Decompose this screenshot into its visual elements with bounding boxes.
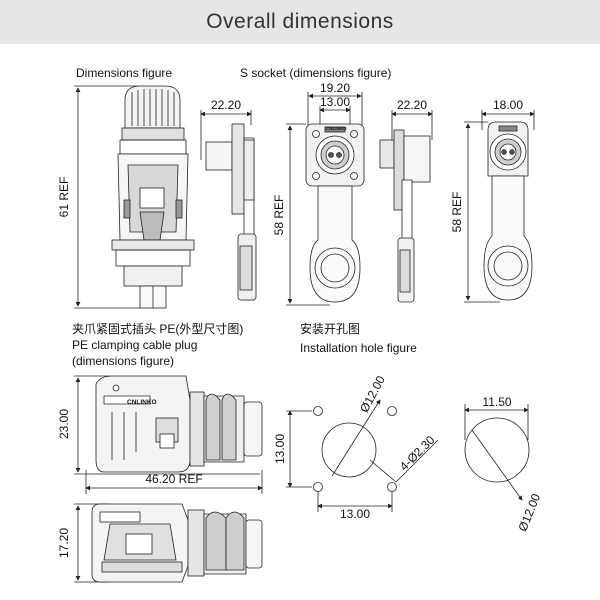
socket-front-view-b <box>464 110 535 303</box>
dimensions-figure-label: Dimensions figure <box>76 66 173 80</box>
socket-a-height-dim: 58 REF <box>272 195 286 236</box>
pe-plug-bottom-view <box>74 503 263 583</box>
pe-logo-text: CNLINKO <box>127 399 157 406</box>
hole-small-dim: 4-Ø2.30 <box>397 433 438 474</box>
hole-vertical-dim: 13.00 <box>273 434 287 464</box>
install-round-hole-figure <box>464 404 530 501</box>
socket-side-b-width-dim: 22.20 <box>397 98 427 112</box>
socket-front-b-width-dim: 18.00 <box>493 98 523 112</box>
pe-length-dim: 46.20 REF <box>145 472 202 486</box>
socket-side-view-a <box>200 110 257 301</box>
plug-title-en2-label: (dimensions figure) <box>72 354 175 368</box>
socket-front-outer-dim: 19.20 <box>320 81 350 95</box>
pe-bottom-height-dim: 17.20 <box>57 528 71 558</box>
socket-title-label: S socket (dimensions figure) <box>240 66 392 80</box>
plug-title-cn-label: 夹爪紧固式插头 PE(外型尺寸图) <box>72 322 244 336</box>
socket-b-height-dim: 58 REF <box>450 192 464 233</box>
install-square-hole-figure <box>286 399 439 512</box>
hole-circle-dia-dim: Ø12.00 <box>357 373 388 415</box>
hole-horizontal-dim: 13.00 <box>340 507 370 521</box>
socket-logo-text: CNLINKO <box>326 126 347 131</box>
round-width-dim: 11.50 <box>482 395 511 409</box>
socket-side-a-width-dim: 22.20 <box>211 98 241 112</box>
socket-side-view-b <box>379 110 433 303</box>
plug-dimension-figure <box>74 85 195 309</box>
title-banner: Overall dimensions <box>0 0 600 44</box>
install-title-en-label: Installation hole figure <box>300 341 417 355</box>
pe-height-dim: 23.00 <box>57 409 71 439</box>
page-title: Overall dimensions <box>206 10 394 33</box>
socket-front-view-a <box>286 92 365 306</box>
socket-front-inner-dim: 13.00 <box>320 95 350 109</box>
plug-title-en-label: PE clamping cable plug <box>72 338 198 352</box>
install-title-cn-label: 安装开孔图 <box>300 322 361 336</box>
pe-plug-side-view <box>74 375 263 494</box>
round-dia-dim: Ø12.00 <box>515 491 543 533</box>
plug-height-dim: 61 REF <box>57 177 71 218</box>
